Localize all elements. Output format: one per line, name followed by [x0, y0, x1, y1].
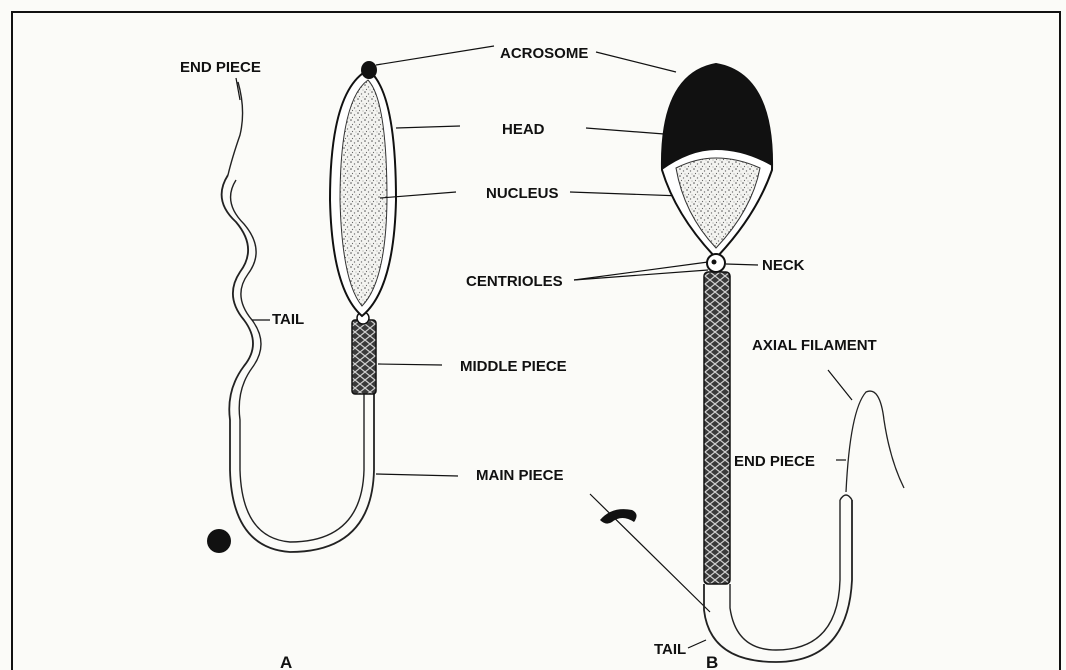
- centriole-dot: [712, 260, 717, 265]
- figure-a-middle-piece: [352, 320, 376, 394]
- figure-a-stray-dot: [207, 529, 231, 553]
- figure-b-tail-tip: [840, 495, 852, 500]
- figure-b-middle-piece: [704, 272, 730, 584]
- figure-b-labels: CENTRIOLES NECK AXIAL FILAMENT END PIECE…: [466, 257, 877, 670]
- axial-filament-label: AXIAL FILAMENT: [752, 337, 877, 354]
- figure-b-tail-inner: [730, 500, 840, 650]
- leader-middle-piece: [378, 364, 442, 365]
- leader-axial-filament: [828, 370, 852, 400]
- figure-b-axial-filament: [846, 391, 904, 492]
- figure-a-acrosome: [361, 61, 377, 79]
- figure-b-tail-label: TAIL: [654, 641, 686, 658]
- leader-main-piece-a: [376, 474, 458, 476]
- figure-a-labels: END PIECE TAIL ACROSOME HEAD NUCLEUS MID…: [180, 45, 710, 670]
- figure-a-sperm: [207, 61, 396, 553]
- figure-a-end-piece-label: END PIECE: [180, 59, 261, 76]
- figure-a-end-piece-filament: [228, 82, 243, 175]
- leader-acrosome-a: [376, 46, 494, 65]
- figure-b-end-piece-label: END PIECE: [734, 453, 815, 470]
- leader-head-b: [586, 128, 664, 134]
- neck-label: NECK: [762, 257, 805, 274]
- nucleus-label: NUCLEUS: [486, 185, 559, 202]
- head-label: HEAD: [502, 121, 545, 138]
- leader-main-piece-b: [590, 494, 710, 612]
- figure-b-caption: B: [706, 653, 718, 670]
- acrosome-label: ACROSOME: [500, 45, 588, 62]
- figure-a-caption: A: [280, 653, 292, 670]
- middle-piece-label: MIDDLE PIECE: [460, 358, 567, 375]
- leader-acrosome-b: [596, 52, 676, 72]
- leader-head-a: [396, 126, 460, 128]
- centrioles-label: CENTRIOLES: [466, 273, 563, 290]
- frame-border: [12, 12, 1060, 670]
- main-piece-label: MAIN PIECE: [476, 467, 564, 484]
- figure-b-nucleus: [676, 158, 760, 248]
- leader-nucleus-b: [570, 192, 682, 196]
- figure-b-sperm: [600, 64, 904, 662]
- leader-neck: [726, 264, 758, 265]
- figure-a-tail-label: TAIL: [272, 311, 304, 328]
- leader-tail-b: [688, 640, 706, 648]
